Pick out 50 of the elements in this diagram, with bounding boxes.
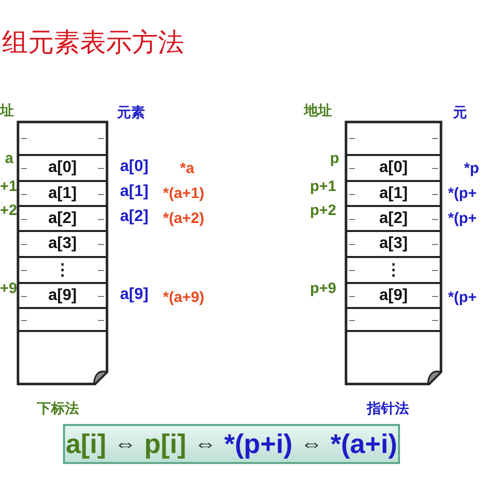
pointer-expression: *(p+ bbox=[448, 289, 477, 306]
element-label: a[1] bbox=[379, 184, 408, 202]
address-label: p bbox=[330, 150, 340, 167]
element-header: 元 bbox=[453, 104, 467, 122]
pointer-expression: *a bbox=[180, 160, 194, 177]
element-label: ⋮ bbox=[386, 261, 402, 280]
element-label: a[9] bbox=[120, 286, 148, 304]
element-label: a[9] bbox=[48, 286, 77, 304]
memory-block bbox=[17, 121, 108, 385]
memory-cell bbox=[345, 307, 442, 332]
expression: *(p+i) bbox=[224, 428, 292, 460]
pointer-expression: *(a+1) bbox=[163, 185, 204, 202]
element-label: a[2] bbox=[120, 208, 148, 226]
pointer-expression: *(a+9) bbox=[163, 289, 204, 306]
element-label: a[9] bbox=[379, 286, 408, 304]
element-label: a[1] bbox=[120, 183, 148, 201]
equivalence-symbol: ⇔ bbox=[114, 431, 136, 457]
pointer-expression: *p bbox=[464, 160, 479, 177]
element-label: a[0] bbox=[48, 159, 77, 177]
address-label: a bbox=[5, 150, 14, 167]
element-label: a[3] bbox=[48, 235, 77, 253]
address-label: +1 bbox=[0, 178, 18, 195]
pointer-expression: *(a+2) bbox=[163, 210, 204, 227]
element-label: a[2] bbox=[379, 210, 408, 228]
address-label: +2 bbox=[0, 202, 18, 219]
slide-title: 组元素表示方法 bbox=[2, 26, 184, 59]
method-caption: 指针法 bbox=[367, 400, 409, 418]
pointer-expression: *(p+ bbox=[448, 185, 477, 202]
method-caption: 下标法 bbox=[37, 400, 79, 418]
element-header: 元素 bbox=[117, 104, 145, 122]
address-header: 地址 bbox=[304, 102, 332, 120]
expression: *(a+i) bbox=[330, 428, 398, 460]
formula-box bbox=[63, 424, 400, 464]
address-label: p+2 bbox=[310, 202, 336, 219]
address-label: p+9 bbox=[310, 280, 336, 297]
element-label: ⋮ bbox=[54, 261, 70, 280]
element-label: a[0] bbox=[379, 159, 408, 177]
element-label: a[1] bbox=[48, 184, 77, 202]
equivalence-symbol: ⇔ bbox=[194, 431, 216, 457]
expression: a[i] bbox=[66, 428, 106, 460]
expression: p[i] bbox=[144, 428, 186, 460]
element-label: a[3] bbox=[379, 235, 408, 253]
equivalence-symbol: ⇔ bbox=[300, 431, 322, 457]
pointer-expression: *(p+ bbox=[448, 210, 477, 227]
address-label: +9 bbox=[0, 280, 18, 297]
memory-cell bbox=[17, 307, 108, 332]
element-label: a[2] bbox=[48, 210, 77, 228]
element-label: a[0] bbox=[120, 158, 148, 176]
memory-block bbox=[345, 121, 442, 385]
address-label: p+1 bbox=[310, 178, 336, 195]
